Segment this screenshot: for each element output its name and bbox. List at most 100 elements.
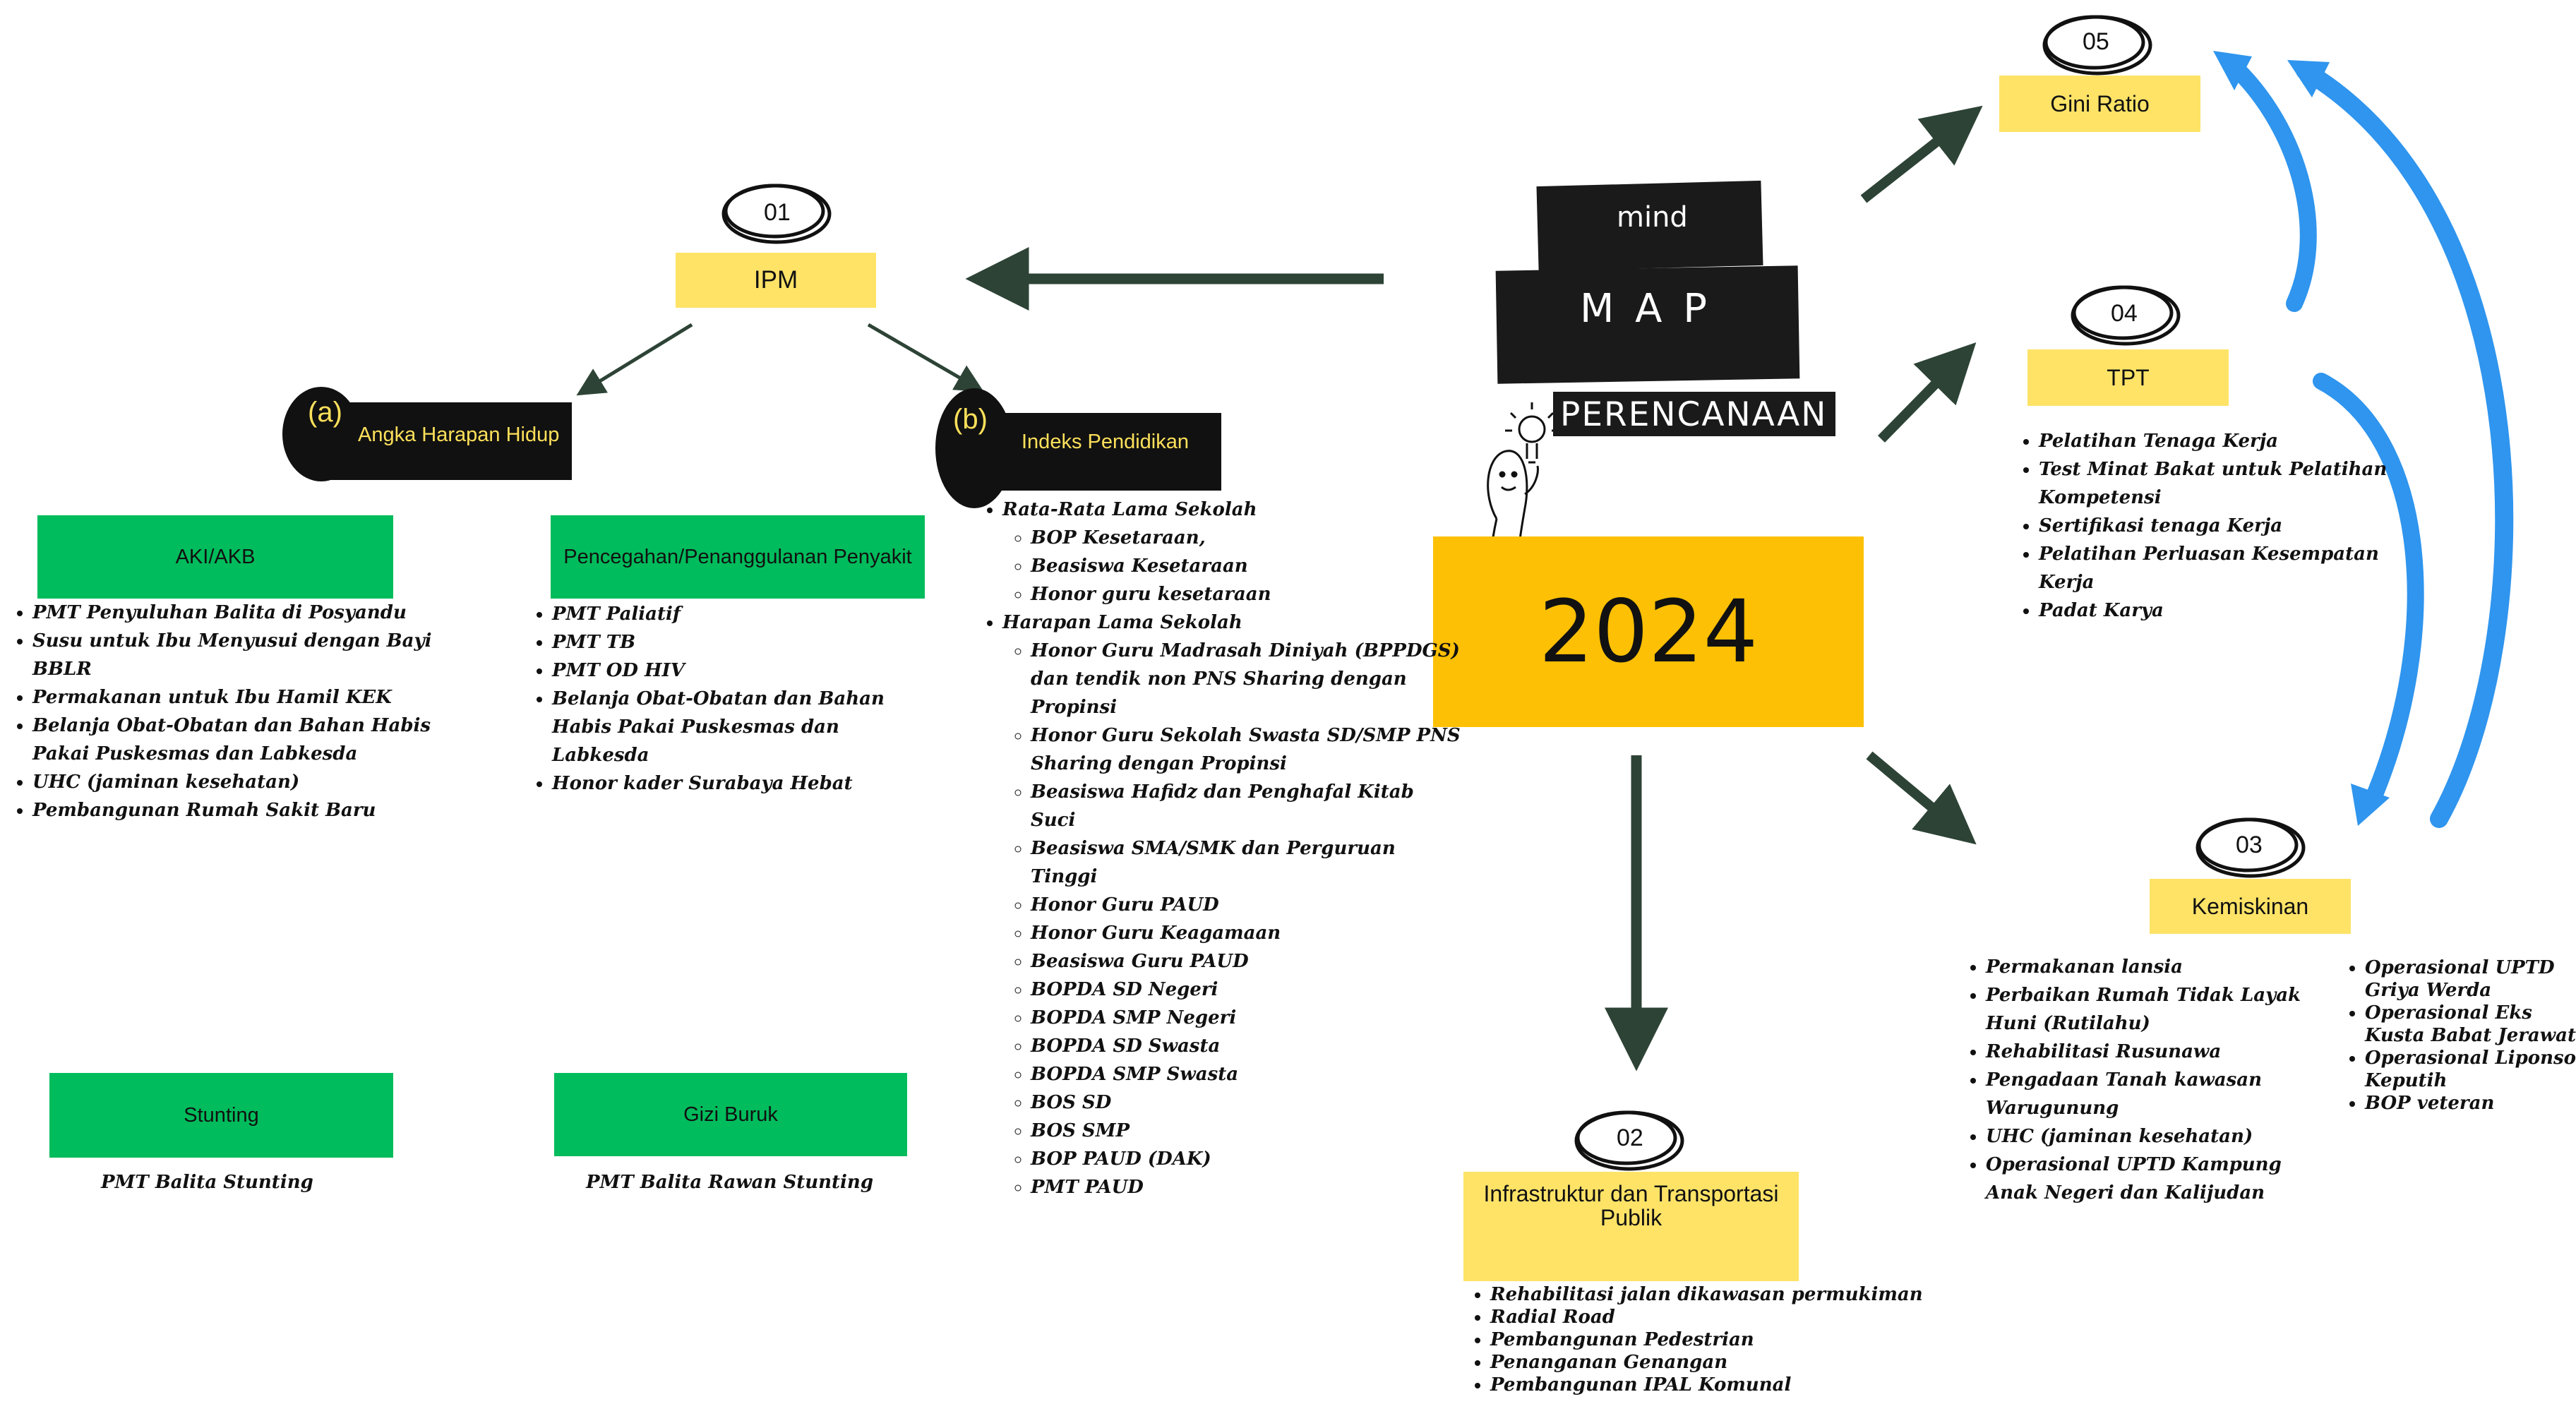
branch-a-pill [325,402,572,480]
perencanaan-label: PERENCANAAN [1560,395,1828,434]
branch-a-letter: (a) [308,397,342,428]
stunting-item: PMT Balita Stunting [101,1172,313,1193]
branch-a-label: Angka Harapan Hidup [358,424,560,446]
list-item: Sertifikasi tenaga Kerja [2039,512,2434,540]
list-item: Permakanan lansia [1986,953,2325,981]
curved-arrow-icon [2313,373,2424,826]
list-item: Perbaikan Rumah Tidak Layak Huni (Rutila… [1986,981,2325,1038]
list-item: BOPDA SD Swasta [1031,1032,1461,1060]
list-item: BOS SD [1031,1088,1461,1117]
list-item: Rehabilitasi Rusunawa [1986,1038,2325,1066]
list-item: PMT Paliatif [552,600,919,628]
map-label: M A P [1580,286,1711,332]
branch-b-pill [974,413,1221,491]
list-item: Beasiswa Guru PAUD [1031,947,1461,976]
list-item: Harapan Lama Sekolah Honor Guru Madrasah… [1002,608,1461,1201]
kemiskinan-list-right: Operasional UPTD Griya Werda Operasional… [2345,956,2576,1115]
ipm-label-box: IPM [676,253,876,308]
list-item: Pembangunan Rumah Sakit Baru [32,796,463,824]
list-item: Honor Guru Madrasah Diniyah (BPPDGS) dan… [1031,637,1461,721]
kemiskinan-list-left: Permakanan lansia Perbaikan Rumah Tidak … [1966,953,2325,1207]
list-item: Pelatihan Perluasan Kesempatan Kerja [2039,540,2434,596]
list-item: Susu untuk Ibu Menyusui dengan Bayi BBLR [32,627,463,683]
aki-list: PMT Penyuluhan Balita di Posyandu Susu u… [13,599,463,824]
list-item: Beasiswa Kesetaraan [1031,552,1461,580]
gini-label: Gini Ratio [2050,90,2150,116]
rata-sublist: BOP Kesetaraan, Beasiswa Kesetaraan Hono… [1002,524,1461,608]
list-item: PMT PAUD [1031,1173,1461,1201]
pencegahan-list: PMT Paliatif PMT TB PMT OD HIV Belanja O… [532,600,919,798]
list-item: Test Minat Bakat untuk Pelatihan Kompete… [2039,455,2434,512]
list-item: Pembangunan IPAL Komunal [1490,1374,1928,1396]
gini-number: 05 [2083,28,2109,55]
harapan-label: Harapan Lama Sekolah [1002,612,1242,633]
arrow-icon [576,323,693,396]
list-item: Pengadaan Tanah kawasan Warugunung [1986,1066,2325,1122]
kemiskinan-label: Kemiskinan [2191,893,2309,919]
list-item: Radial Road [1490,1306,1928,1328]
list-item: PMT OD HIV [552,656,919,685]
aki-box: AKI/AKB [37,515,393,599]
list-item: Operasional Liponsos Keputih [2365,1047,2576,1092]
list-item: Operasional Eks Kusta Babat Jerawat [2365,1002,2576,1047]
curved-arrow-icon [2287,60,2514,828]
list-item: Honor kader Surabaya Hebat [552,769,919,798]
gizi-box: Gizi Buruk [554,1073,907,1156]
list-item: Pembangunan Pedestrian [1490,1328,1928,1351]
stunting-label: Stunting [184,1103,259,1127]
kemiskinan-number: 03 [2236,832,2263,858]
list-item: Belanja Obat-Obatan dan Bahan Habis Paka… [552,685,919,769]
pendidikan-list: Rata-Rata Lama Sekolah BOP Kesetaraan, B… [983,496,1461,1201]
tpt-label-box: TPT [2027,349,2229,406]
list-item: Honor Guru PAUD [1031,891,1461,919]
tpt-label: TPT [2107,364,2150,390]
list-item: Operasional UPTD Griya Werda [2365,956,2576,1002]
infra-list: Rehabilitasi jalan dikawasan permukiman … [1470,1283,1928,1396]
list-item: Penanganan Genangan [1490,1351,1928,1374]
list-item: UHC (jaminan kesehatan) [1986,1122,2325,1151]
tpt-number: 04 [2111,300,2138,327]
scribble-circle-icon [721,15,2306,1171]
list-item: Honor Guru Keagamaan [1031,919,1461,947]
pencegahan-box: Pencegahan/Penanggulanan Penyakit [551,515,925,599]
arrow-icon [867,323,984,392]
list-item: BOP veteran [2365,1092,2576,1115]
list-item: BOPDA SMP Negeri [1031,1004,1461,1032]
rata-label: Rata-Rata Lama Sekolah [1002,499,1257,520]
branch-b-letter: (b) [953,404,988,435]
list-item: Pelatihan Tenaga Kerja [2039,427,2434,455]
perencanaan-header-block [1553,392,1835,436]
year-box: 2024 [1433,536,1864,727]
branch-b-label: Indeks Pendidikan [1022,431,1189,453]
gizi-label: Gizi Buruk [683,1103,778,1126]
mind-label: mind [1617,201,1688,234]
harapan-sublist: Honor Guru Madrasah Diniyah (BPPDGS) dan… [1002,637,1461,1201]
list-item: Beasiswa SMA/SMK dan Perguruan Tinggi [1031,834,1461,891]
list-item: Permakanan untuk Ibu Hamil KEK [32,683,463,712]
arrow-icon [1860,105,1983,203]
list-item: BOP PAUD (DAK) [1031,1145,1461,1173]
list-item: Rehabilitasi jalan dikawasan permukiman [1490,1283,1928,1306]
ipm-number: 01 [764,199,791,226]
infra-number: 02 [1617,1124,1643,1151]
list-item: Operasional UPTD Kampung Anak Negeri dan… [1986,1151,2325,1207]
curved-arrow-icon [2213,51,2317,312]
list-item: Honor Guru Sekolah Swasta SD/SMP PNS Sha… [1031,721,1461,778]
list-item: Beasiswa Hafidz dan Penghafal Kitab Suci [1031,778,1461,834]
gini-label-box: Gini Ratio [1999,76,2200,132]
arrow-icon [1866,751,1977,845]
stunting-box: Stunting [49,1073,393,1158]
list-item: Rata-Rata Lama Sekolah BOP Kesetaraan, B… [1002,496,1461,608]
list-item: BOP Kesetaraan, [1031,524,1461,552]
arrow-icon [1878,342,1977,443]
aki-label: AKI/AKB [175,545,256,568]
pencegahan-label: Pencegahan/Penanggulanan Penyakit [563,545,912,568]
gizi-item: PMT Balita Rawan Stunting [586,1172,874,1193]
list-item: Honor guru kesetaraan [1031,580,1461,608]
list-item: BOS SMP [1031,1117,1461,1145]
infra-label-box: Infrastruktur dan Transportasi Publik [1463,1172,1799,1281]
tpt-list: Pelatihan Tenaga Kerja Test Minat Bakat … [2019,427,2434,625]
list-item: PMT TB [552,628,919,656]
